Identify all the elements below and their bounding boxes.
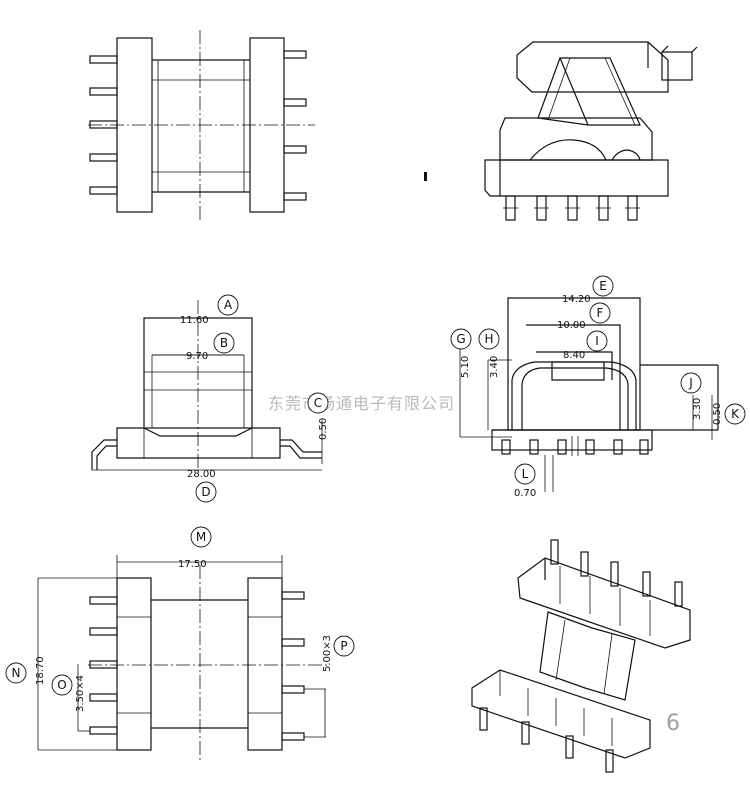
dim-p-value: 5.00×3 <box>322 635 333 672</box>
dim-k-value: 0.50 <box>712 403 723 425</box>
dim-i-value: 8.40 <box>563 350 585 361</box>
balloon-e-letter: E <box>599 279 607 293</box>
balloon-n-letter: N <box>12 666 21 680</box>
dim-h-value: 3.40 <box>489 356 500 378</box>
balloon-l-letter: L <box>522 467 529 481</box>
balloon-g: G <box>450 328 472 350</box>
balloon-c: C <box>307 392 329 414</box>
balloon-j: J <box>680 372 702 394</box>
balloon-e: E <box>592 275 614 297</box>
balloon-m: M <box>190 526 212 548</box>
balloon-b-letter: B <box>220 336 228 350</box>
dim-m-value: 17.50 <box>178 559 207 570</box>
balloon-d: D <box>195 481 217 503</box>
balloon-o-letter: O <box>57 678 66 692</box>
balloon-m-letter: M <box>196 530 206 544</box>
balloon-f: F <box>589 302 611 324</box>
balloon-o: O <box>51 674 73 696</box>
isometric-view-top <box>484 41 698 221</box>
top-view-drawing <box>88 30 315 220</box>
dim-o-value: 3.50×4 <box>75 675 86 712</box>
balloon-l: L <box>514 463 536 485</box>
balloon-k-letter: K <box>731 407 740 421</box>
dim-n-value: 18.70 <box>35 656 46 685</box>
dim-c-value: 0.50 <box>318 418 329 440</box>
balloon-k: K <box>724 403 746 425</box>
balloon-j-letter: J <box>688 376 693 390</box>
balloon-d-letter: D <box>201 485 210 499</box>
dim-g-value: 5.10 <box>460 356 471 378</box>
dim-d-value: 28.00 <box>187 469 216 480</box>
dim-j-value: 3.30 <box>692 398 703 420</box>
balloon-f-letter: F <box>597 306 604 320</box>
balloon-g-letter: G <box>456 332 465 346</box>
dim-a-value: 11.60 <box>180 315 209 326</box>
watermark-text: 东莞市扬通电子有限公司 <box>268 394 455 413</box>
page-number: 6 <box>666 711 680 736</box>
stray-mark <box>424 172 427 181</box>
balloon-h-letter: H <box>484 332 493 346</box>
dim-b-value: 9.70 <box>186 351 208 362</box>
isometric-view-bottom <box>471 539 691 773</box>
dim-f-value: 10.00 <box>557 320 586 331</box>
balloon-p-letter: P <box>340 639 347 653</box>
balloon-i: I <box>586 330 608 352</box>
balloon-i-letter: I <box>595 334 599 348</box>
balloon-b: B <box>213 332 235 354</box>
balloon-p: P <box>333 635 355 657</box>
bottom-view-drawing <box>37 555 330 760</box>
balloon-c-letter: C <box>314 396 322 410</box>
front-view-drawing <box>91 300 323 471</box>
dim-e-value: 14.20 <box>562 294 591 305</box>
balloon-n: N <box>5 662 27 684</box>
balloon-a-letter: A <box>224 298 233 312</box>
side-view-drawing <box>459 297 719 492</box>
balloon-a: A <box>217 294 239 316</box>
dim-l-value: 0.70 <box>514 488 536 499</box>
balloon-h: H <box>478 328 500 350</box>
